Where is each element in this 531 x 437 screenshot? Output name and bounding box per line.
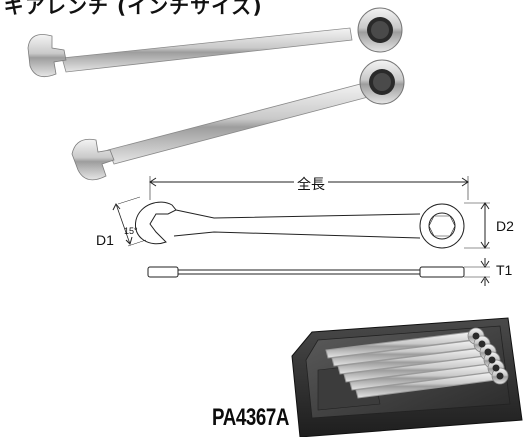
wrench-photo-upper [27,7,403,78]
d2-label: D2 [496,218,514,234]
angle-label: 15° [124,226,138,236]
d1-label: D1 [96,232,114,248]
overall-length-label: 全長 [294,174,328,194]
wrench-photo-lower [71,59,405,181]
tray-photo [291,317,523,437]
t1-label: T1 [496,262,513,278]
product-code: PA4367A [212,404,290,431]
product-title: ギアレンチ (インチサイズ) [4,0,263,18]
dimension-drawing [112,176,490,286]
